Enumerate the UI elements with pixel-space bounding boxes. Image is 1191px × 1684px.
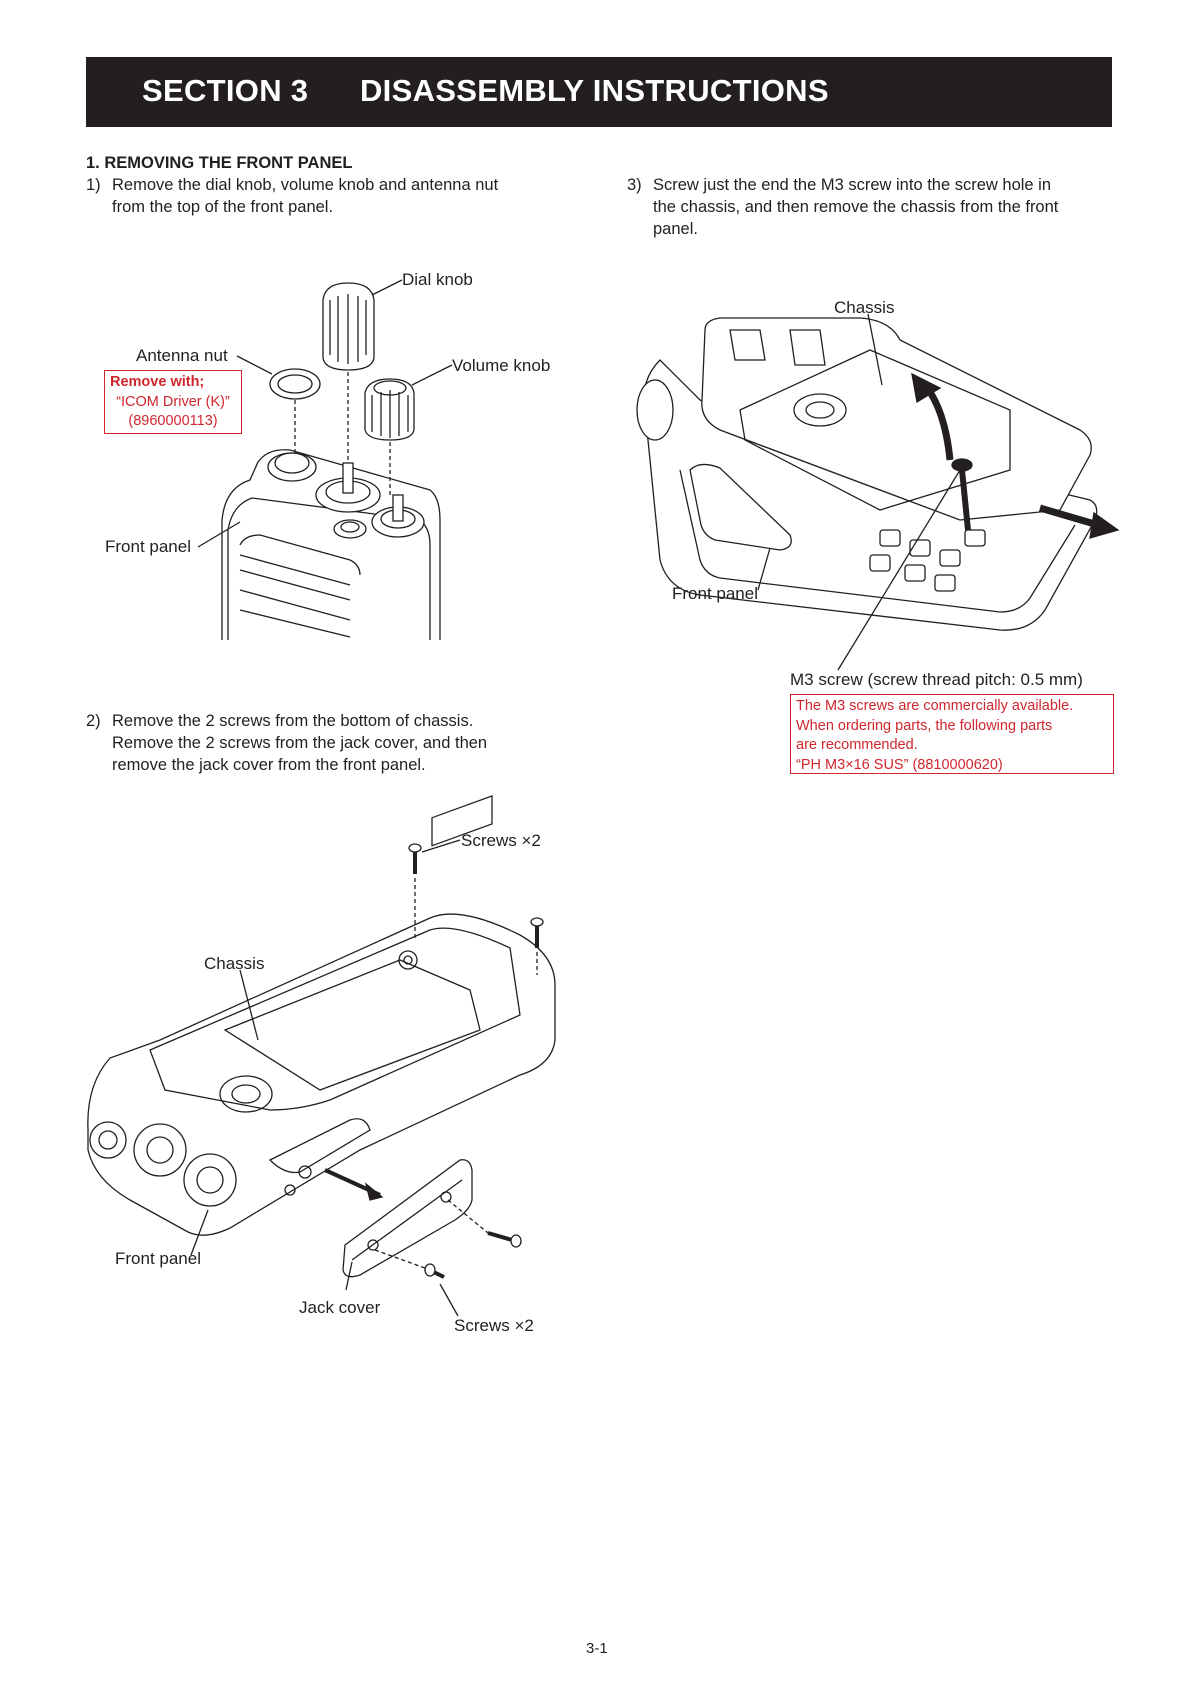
- step3-line2: the chassis, and then remove the chassis…: [653, 198, 1059, 216]
- m3-note-line1: The M3 screws are commercially available…: [796, 698, 1074, 714]
- section-number: SECTION 3: [142, 73, 309, 108]
- label-screws-top: Screws ×2: [461, 831, 541, 850]
- m3-note-line2: When ordering parts, the following parts: [796, 717, 1053, 734]
- step3-line3: panel.: [653, 220, 698, 238]
- step2-line3: remove the jack cover from the front pan…: [112, 756, 426, 774]
- step2-number: 2): [86, 712, 101, 730]
- label-chassis-3: Chassis: [834, 298, 895, 317]
- step2-line2: Remove the 2 screws from the jack cover,…: [112, 734, 488, 752]
- step1-line1: Remove the dial knob, volume knob and an…: [112, 176, 499, 194]
- label-volume-knob: Volume knob: [452, 356, 551, 375]
- label-jack-cover: Jack cover: [299, 1298, 381, 1317]
- m3-note-line4: “PH M3×16 SUS” (8810000620): [796, 756, 1003, 773]
- label-dial-knob: Dial knob: [402, 270, 473, 289]
- label-antenna-nut: Antenna nut: [136, 346, 228, 365]
- step3-line1: Screw just the end the M3 screw into the…: [653, 176, 1052, 194]
- label-front-panel-3: Front panel: [672, 584, 758, 603]
- label-chassis-2: Chassis: [204, 954, 265, 973]
- step1-line2: from the top of the front panel.: [112, 198, 334, 216]
- tool-note-tool: “ICOM Driver (K)”: [116, 393, 230, 410]
- tool-note-title: Remove with;: [110, 374, 205, 390]
- label-front-panel-1: Front panel: [105, 537, 191, 556]
- tool-note-part-number: (8960000113): [128, 413, 218, 429]
- tool-note: Remove with; “ICOM Driver (K)” (89600001…: [104, 370, 242, 434]
- m3-note-line3: are recommended.: [796, 737, 918, 753]
- step1-number: 1): [86, 176, 101, 194]
- label-screws-bottom: Screws ×2: [454, 1316, 534, 1335]
- step2-line1: Remove the 2 screws from the bottom of c…: [112, 712, 474, 730]
- label-m3-screw: M3 screw (screw thread pitch: 0.5 mm): [790, 670, 1083, 689]
- label-front-panel-2: Front panel: [115, 1249, 201, 1268]
- m3-screw-note: The M3 screws are commercially available…: [790, 694, 1114, 774]
- page-number: 3-1: [586, 1640, 608, 1657]
- section-header: SECTION 3 DISASSEMBLY INSTRUCTIONS: [86, 57, 1112, 127]
- step3-number: 3): [627, 176, 642, 194]
- section-title: DISASSEMBLY INSTRUCTIONS: [360, 73, 829, 108]
- subsection-heading: 1. REMOVING THE FRONT PANEL: [86, 154, 353, 172]
